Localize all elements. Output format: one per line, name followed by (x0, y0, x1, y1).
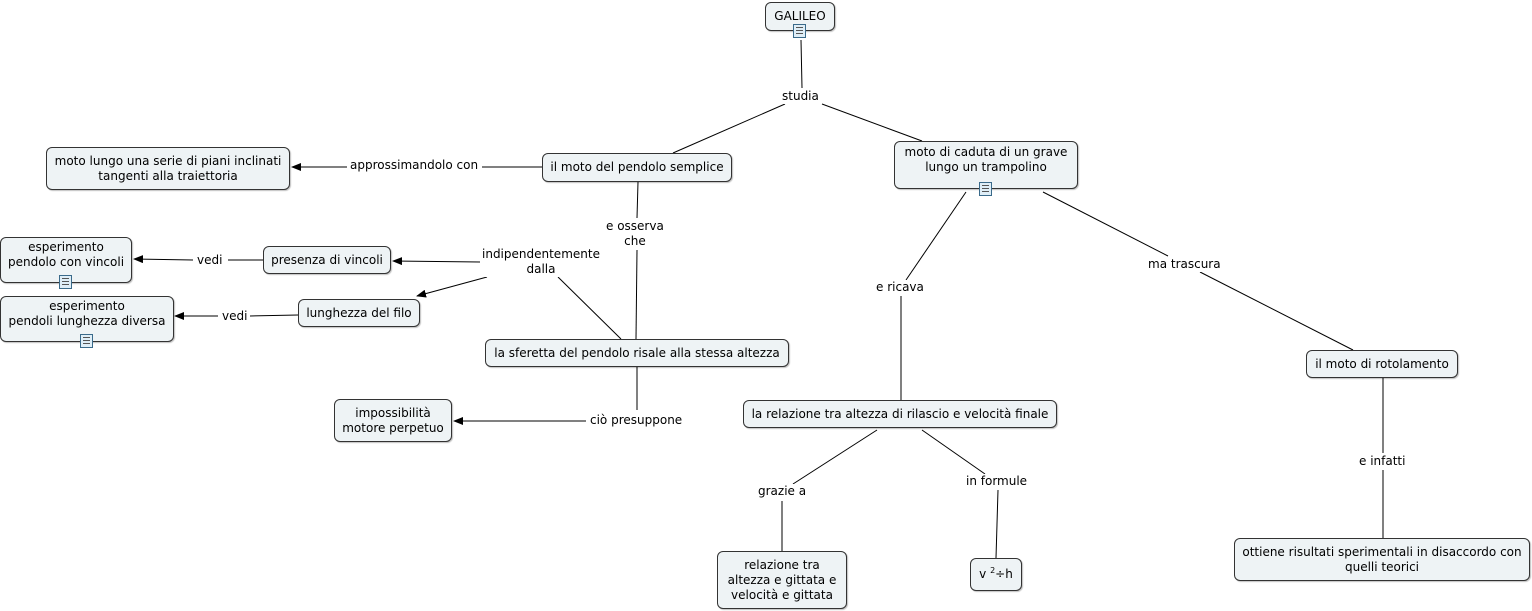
concept-esperimento-vincoli-text: esperimento pendolo con vincoli (7, 240, 125, 269)
link-galileo-studia (800, 39, 803, 89)
link-sferetta-indipendentemente (557, 276, 622, 340)
link-pendolo-osserva (636, 181, 639, 219)
link-grave-ricava (905, 191, 967, 281)
concept-relazione-altezza-text: la relazione tra altezza di rilascio e v… (751, 406, 1049, 421)
link-label-infatti: e infatti (1357, 454, 1408, 469)
link-label-ricava: e ricava (874, 280, 926, 295)
link-relazione-formule (921, 429, 986, 475)
concept-sferetta[interactable]: la sferetta del pendolo risale alla stes… (485, 339, 789, 367)
link-filo-vedi (249, 314, 299, 317)
concept-pendolo-semplice-text: il moto del pendolo semplice (550, 160, 724, 174)
concept-caduta-grave-text: moto di caduta di un grave lungo un tram… (904, 145, 1068, 174)
concept-esperimento-lunghezza-text: esperimento pendoli lunghezza diversa (8, 299, 166, 328)
link-label-vedi-vincoli: vedi (195, 253, 225, 268)
formula-rest: ÷h (995, 567, 1013, 581)
concept-sferetta-text: la sferetta del pendolo risale alla stes… (494, 345, 780, 360)
formula-base: v (979, 567, 987, 581)
concept-rotolamento[interactable]: il moto di rotolamento (1306, 350, 1458, 378)
arrow-vedi-esp-vincoli (133, 255, 194, 264)
link-studia-pendolo (672, 103, 786, 154)
concept-relazione-gittata-text: relazione tra altezza e gittata e veloci… (727, 557, 837, 602)
concept-relazione-gittata[interactable]: relazione tra altezza e gittata e veloci… (717, 551, 847, 609)
link-label-indipendentemente: indipendentemente dalla (480, 247, 602, 277)
concept-presenza-vincoli[interactable]: presenza di vincoli (263, 246, 391, 274)
concept-galileo-text: GALILEO (774, 9, 826, 23)
document-icon[interactable] (80, 334, 93, 348)
concept-risultati[interactable]: ottiene risultati sperimentali in disacc… (1234, 538, 1530, 581)
link-trascura-rotolamento (1199, 271, 1354, 351)
link-label-formule: in formule (964, 474, 1030, 489)
concept-relazione-altezza[interactable]: la relazione tra altezza di rilascio e v… (743, 400, 1057, 428)
concept-lunghezza-filo-text: lunghezza del filo (306, 305, 412, 320)
formula-exponent: 2 (990, 566, 996, 575)
link-label-vedi-lunghezza: vedi (220, 309, 250, 324)
concept-formula-text: v 2÷h (979, 567, 1013, 582)
concept-pendolo-semplice[interactable]: il moto del pendolo semplice (542, 153, 732, 182)
concept-impossibilita[interactable]: impossibilità motore perpetuo (334, 399, 452, 442)
arrow-indipendentemente-filo (416, 276, 488, 298)
concept-piani-inclinati[interactable]: moto lungo una serie di piani inclinati … (46, 147, 290, 190)
concept-piani-inclinati-text: moto lungo una serie di piani inclinati … (54, 153, 282, 183)
link-label-osserva: e osserva che (604, 219, 666, 249)
concept-rotolamento-text: il moto di rotolamento (1315, 356, 1449, 371)
concept-formula[interactable]: v 2÷h (970, 558, 1022, 591)
concept-risultati-text: ottiene risultati sperimentali in disacc… (1242, 544, 1522, 574)
link-relazione-grazie (792, 429, 878, 485)
link-label-grazie: grazie a (756, 484, 809, 499)
link-label-approssimandolo: approssimandolo con (348, 158, 481, 173)
link-osserva-sferetta (635, 249, 638, 340)
document-icon[interactable] (793, 24, 806, 38)
link-formule-formula (995, 489, 999, 559)
link-studia-grave (821, 103, 923, 142)
link-label-studia: studia (780, 89, 821, 104)
document-icon[interactable] (979, 182, 992, 196)
document-icon[interactable] (59, 275, 72, 289)
arrow-indipendentemente-vincoli (392, 257, 481, 266)
concept-impossibilita-text: impossibilità motore perpetuo (342, 405, 444, 435)
link-label-trascura: ma trascura (1146, 257, 1223, 272)
link-label-presuppone: ciò presuppone (588, 413, 685, 428)
concept-presenza-vincoli-text: presenza di vincoli (271, 252, 383, 267)
link-grave-trascura (1042, 191, 1169, 257)
concept-caduta-grave[interactable]: moto di caduta di un grave lungo un tram… (894, 141, 1078, 189)
concept-lunghezza-filo[interactable]: lunghezza del filo (298, 299, 420, 327)
